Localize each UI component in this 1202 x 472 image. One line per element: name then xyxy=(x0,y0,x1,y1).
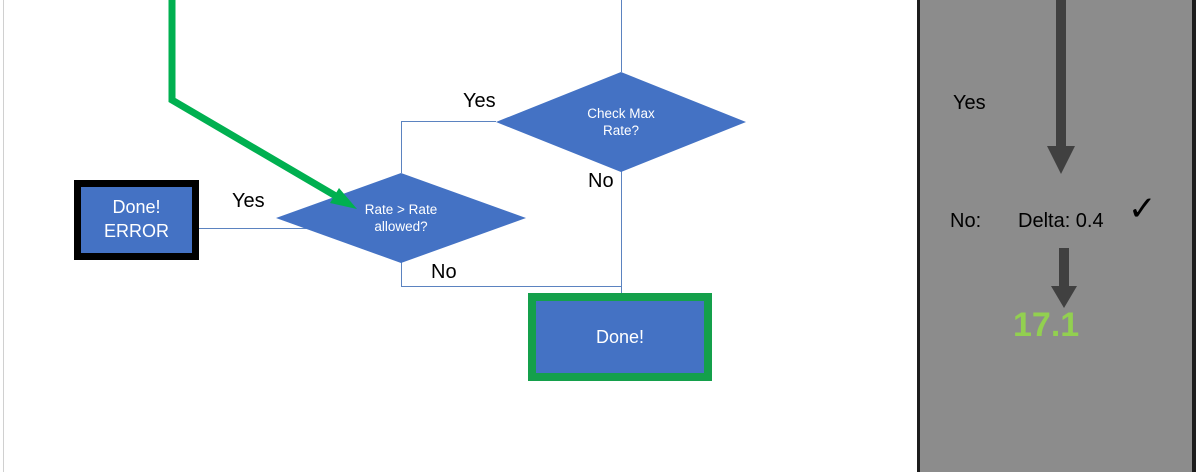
process-done[interactable]: Done! xyxy=(528,293,712,381)
connector-check-yes-vertical xyxy=(401,121,402,173)
panel-delta-label: Delta: 0.4 xyxy=(1018,210,1104,232)
edge-label-rate-allowed-yes: Yes xyxy=(232,190,265,212)
right-gray-panel: Yes No: Delta: 0.4 ✓ 17.1 xyxy=(917,0,1196,472)
connector-rate-yes-horizontal xyxy=(199,228,335,229)
connector-top-into-check-max-rate xyxy=(621,0,622,72)
decision-rate-greater-than-allowed[interactable]: Rate > Rate allowed? xyxy=(276,173,526,263)
decision-check-max-rate[interactable]: Check Max Rate? xyxy=(496,72,746,172)
check-mark-icon: ✓ xyxy=(1128,189,1157,229)
down-arrow-long-icon xyxy=(1047,0,1075,174)
edge-label-check-max-rate-no: No xyxy=(588,170,614,192)
connector-rate-no-vertical xyxy=(401,262,402,286)
connector-check-yes-horizontal xyxy=(401,121,496,122)
process-done-error-label-line1: Done! xyxy=(112,197,161,218)
connector-rate-no-horizontal xyxy=(401,286,622,287)
panel-no-label: No: xyxy=(950,210,982,232)
process-done-error-label-line2: ERROR xyxy=(103,221,169,241)
process-done-label: Done! xyxy=(595,326,645,347)
panel-yes-label: Yes xyxy=(953,92,986,114)
down-arrow-short-icon xyxy=(1051,248,1077,308)
edge-label-check-max-rate-yes: Yes xyxy=(463,90,496,112)
panel-result-value: 17.1 xyxy=(1013,306,1080,344)
connector-check-no-vertical xyxy=(621,171,622,293)
edge-label-rate-allowed-no: No xyxy=(431,261,457,283)
process-done-error[interactable]: Done! ERROR xyxy=(74,180,199,260)
slide-left-border xyxy=(3,0,4,472)
